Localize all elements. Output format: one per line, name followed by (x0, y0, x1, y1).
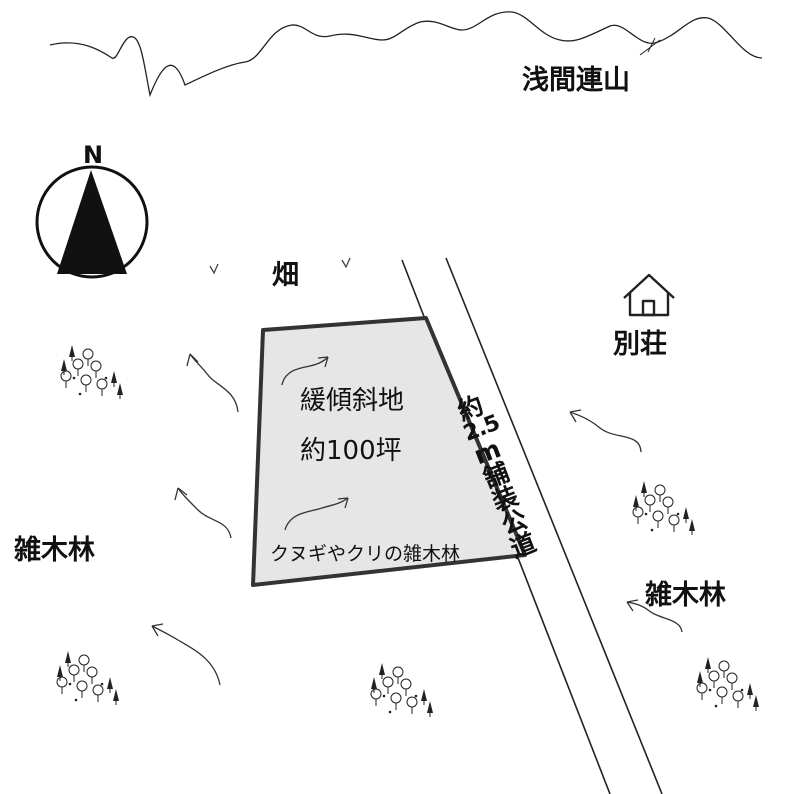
lot-parcel (251, 316, 527, 587)
lot-vegetation-note: クヌギやクリの雑木林 (270, 543, 461, 565)
field-label: 畑 (272, 260, 299, 291)
house-icon (623, 273, 675, 317)
woods-label-left: 雑木林 (14, 535, 95, 566)
tree-cluster-icon (371, 663, 433, 717)
mountains-label: 浅間連山 (522, 65, 630, 96)
mountain-ridge-shadow (639, 37, 661, 56)
mountain-ridge (49, 11, 763, 98)
north-arrow-icon (35, 165, 149, 279)
villa-label: 別荘 (613, 329, 667, 360)
tree-cluster-icon (57, 651, 119, 705)
woods-label-right: 雑木林 (645, 580, 726, 611)
north-label: N (83, 141, 104, 169)
lot-area-label: 約100坪 (300, 436, 402, 466)
slope-arrow-icon (151, 353, 683, 686)
lot-slope-label: 緩傾斜地 (300, 386, 405, 416)
field-mark-icon (209, 257, 351, 275)
tree-cluster-icon (61, 345, 123, 399)
tree-cluster-icon (633, 481, 695, 535)
tree-cluster-icon (697, 657, 759, 711)
